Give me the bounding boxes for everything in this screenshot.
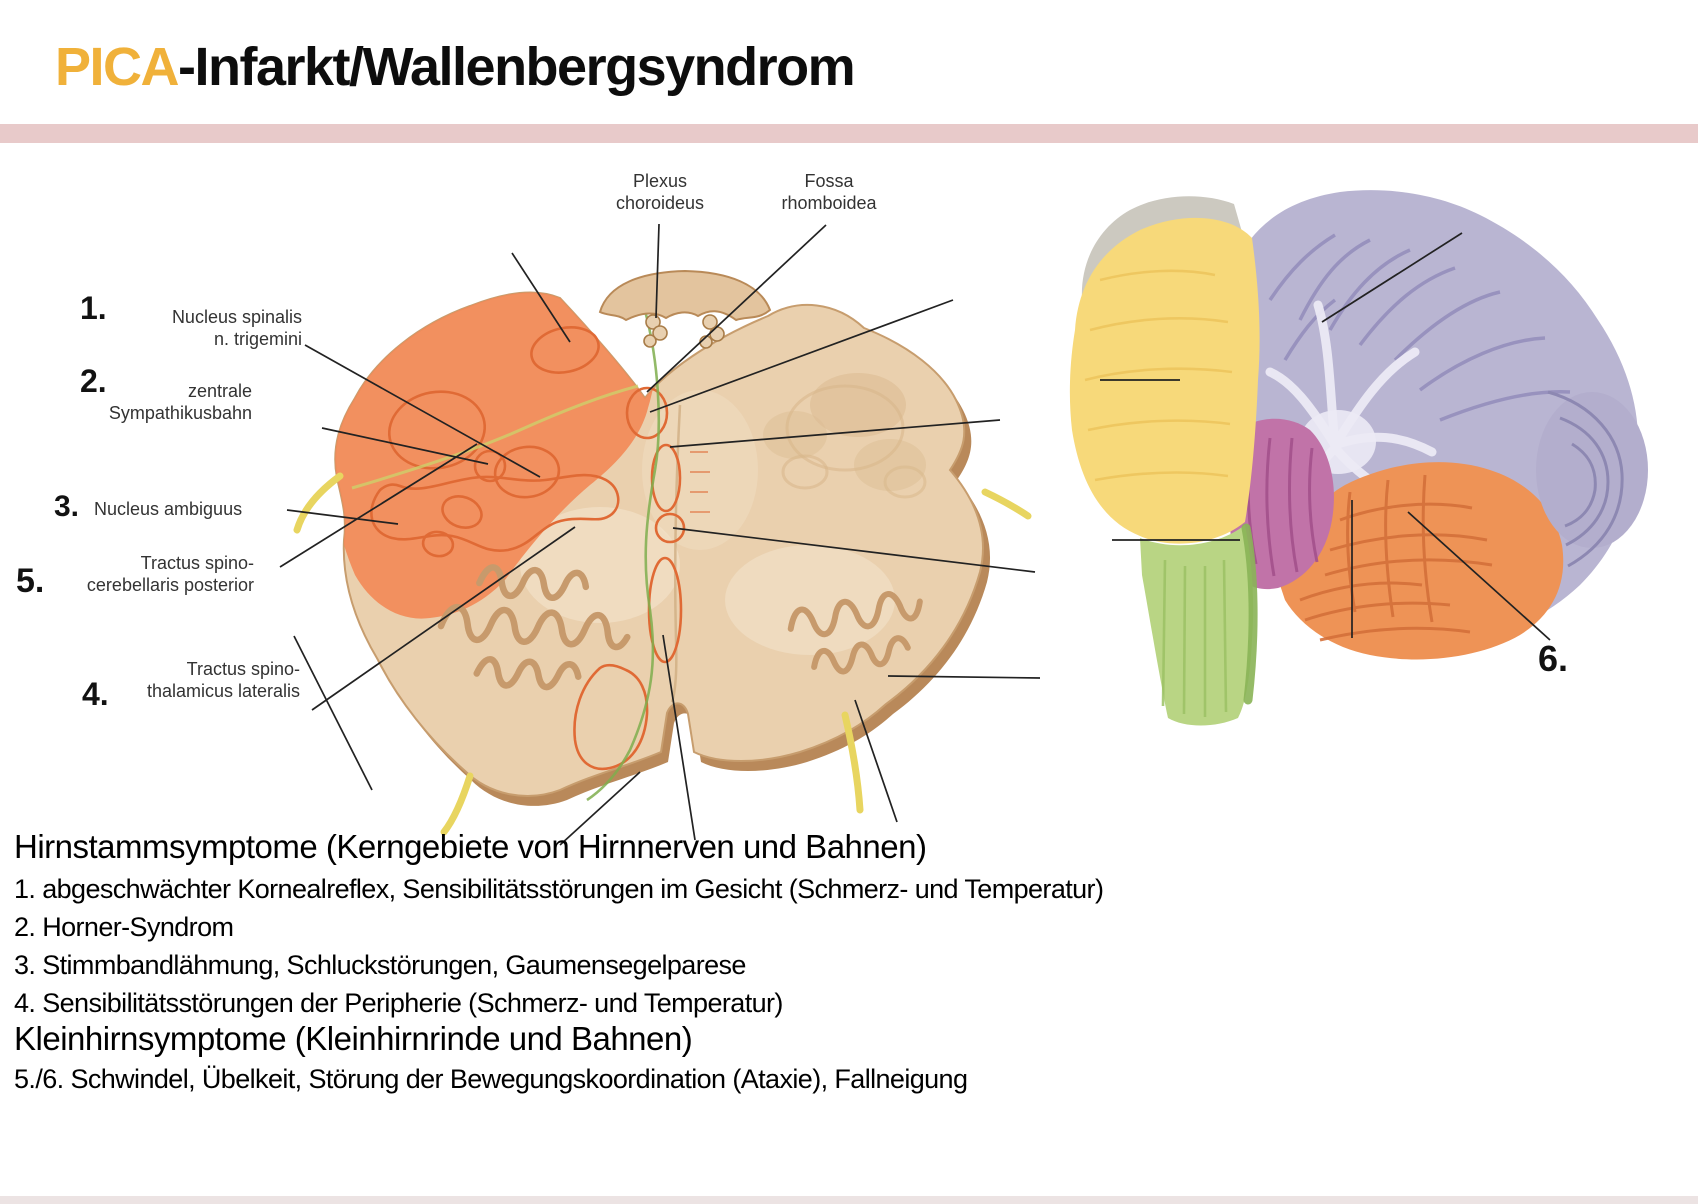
inferior-olive-right — [787, 591, 923, 675]
label-tractus-spinothalamicus: Tractus spino- thalamicus lateralis — [146, 659, 300, 702]
brainstem-symptom-4: 4. Sensibilitätsstörungen der Peripherie… — [14, 988, 783, 1018]
heading-cerebellar-symptoms: Kleinhirnsymptome (Kleinhirnrinde und Ba… — [14, 1020, 693, 1057]
inferior-lobe-folds — [1299, 474, 1493, 642]
cerebellum-leader-lines — [1100, 232, 1551, 641]
medulla-leader-lines — [279, 223, 1041, 846]
medulla-green-edge — [1241, 523, 1258, 705]
title-highlight: PICA — [55, 37, 180, 97]
cortex-folia-folds — [1268, 233, 1571, 422]
title-rest: -Infarkt/Wallenbergsyndrom — [178, 37, 856, 97]
pons-texture — [1084, 269, 1233, 482]
label-number-6: 6. — [1538, 638, 1569, 679]
medulla-green-streaks — [1161, 559, 1228, 717]
brainstem-symptom-3: 3. Stimmbandlähmung, Schluckstörungen, G… — [14, 950, 746, 980]
label-number-4: 4. — [82, 676, 109, 712]
label-zentrale-sympathikusbahn: zentrale Sympathikusbahn — [108, 381, 252, 424]
nerve-rootlets — [293, 472, 1032, 836]
label-fossa-rhomboidea: Fossa rhomboidea — [781, 171, 877, 214]
tonsil-region — [1230, 418, 1334, 590]
flocculus-arcs — [1547, 390, 1624, 568]
brainstem-symptom-1: 1. abgeschwächter Kornealreflex, Sensibi… — [14, 874, 1104, 904]
label-tractus-spinocerebellaris: Tractus spino- cerebellaris posterior — [86, 553, 254, 596]
cerebellum-figure — [1069, 190, 1648, 726]
label-nucleus-spinalis: Nucleus spinalis n. trigemini — [171, 307, 302, 350]
page-title: PICA-Infarkt/Wallenbergsyndrom — [55, 36, 856, 98]
brainstem-symptom-2: 2. Horner-Syndrom — [14, 912, 234, 942]
label-number-2: 2. — [80, 363, 107, 399]
label-plexus-choroideus: Plexus choroideus — [615, 171, 705, 214]
cerebellar-symptom-5-6: 5./6. Schwindel, Übelkeit, Störung der B… — [14, 1064, 968, 1094]
bottom-strip — [0, 1196, 1698, 1204]
medulla-cross-section-figure — [279, 223, 1041, 846]
title-divider-bar — [0, 124, 1698, 143]
heading-brainstem-symptoms: Hirnstammsymptome (Kerngebiete von Hirnn… — [14, 828, 927, 865]
nucleus-outlines — [370, 326, 710, 771]
label-number-1: 1. — [80, 290, 107, 326]
label-number-3: 3. — [54, 490, 80, 523]
medulla-sagittal-region — [1140, 525, 1254, 726]
fiber-tract-yellow-green — [351, 384, 639, 490]
label-number-5: 5. — [16, 562, 45, 600]
label-nucleus-ambiguus: Nucleus ambiguus — [94, 499, 243, 519]
